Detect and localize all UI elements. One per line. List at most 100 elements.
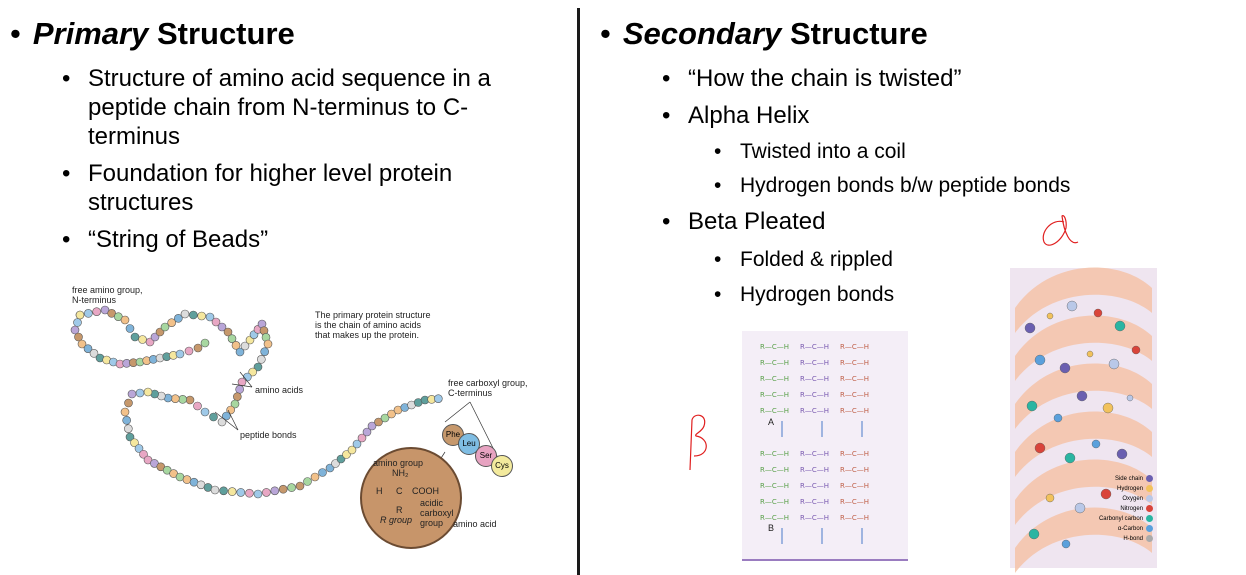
primary-bullet-1: Structure of amino acid sequence in a pe… [62, 64, 558, 151]
bead [270, 486, 280, 496]
bead [185, 395, 195, 405]
bead [245, 488, 254, 498]
bead [180, 309, 190, 319]
helix-atom [1131, 345, 1141, 355]
helix-atom [1102, 402, 1114, 414]
bead [253, 362, 263, 372]
beta-residue-text: R—C—H [800, 375, 829, 383]
legend-swatch [1146, 514, 1153, 522]
helix-ribbon [1015, 507, 1152, 573]
pointer-line [239, 371, 253, 388]
bead [139, 449, 148, 459]
helix-atom [1059, 362, 1071, 374]
nh2-label: NH₂ [392, 468, 409, 478]
bead [217, 322, 227, 332]
legend-entry: H-bond [1099, 534, 1153, 544]
secondary-bullet-1: “How the chain is twisted” [662, 64, 1208, 93]
alpha-helix-drawing [1015, 267, 1152, 573]
legend-swatch [1146, 474, 1153, 482]
bead [83, 344, 93, 353]
bead-chain-figure [70, 305, 501, 499]
bead [236, 488, 246, 497]
bead [219, 486, 228, 496]
bead [160, 322, 170, 332]
bead [124, 424, 133, 433]
bead [262, 488, 271, 497]
beta-residue-text: R—C—H [800, 498, 829, 506]
secondary-bullet-2: Alpha Helix [662, 101, 1208, 130]
bead [352, 439, 362, 449]
helix-ribbon [1015, 267, 1152, 333]
beta-residue-text: R—C—H [760, 450, 789, 458]
helix-atom [1126, 394, 1134, 402]
bead [134, 444, 144, 453]
bead [227, 334, 237, 343]
bead [189, 310, 198, 320]
bead [200, 407, 210, 417]
bead [70, 325, 80, 335]
amino-acid-detail-circle [360, 447, 462, 549]
helix-atom [1061, 539, 1071, 549]
bead [231, 341, 241, 350]
helix-atom [1046, 312, 1054, 320]
helix-atom [1034, 442, 1046, 454]
bead [357, 433, 367, 443]
legend-entry-label: Side chain [1114, 476, 1143, 482]
beta-residue-text: R—C—H [840, 498, 869, 506]
h-atom-label: H [376, 486, 383, 496]
c-atom-label: C [396, 486, 403, 496]
helix-ribbon [1015, 363, 1152, 429]
legend-swatch [1146, 534, 1153, 542]
bead [230, 399, 240, 409]
beta-residue-text: R—C—H [760, 375, 789, 383]
primary-bullet-3: “String of Beads” [62, 225, 558, 254]
bead [200, 338, 210, 348]
beta-residue-text: R—C—H [800, 359, 829, 367]
bead [331, 459, 340, 468]
helix-atom [1114, 320, 1126, 332]
helix-atom [1034, 354, 1046, 366]
alpha-sub-1: Twisted into a coil [714, 139, 1240, 165]
helix-atom [1053, 413, 1063, 423]
secondary-bullet-3-list: Beta Pleated [662, 207, 1088, 244]
cooh-label: COOH [412, 486, 439, 496]
bead [184, 346, 194, 356]
beta-residue-text: R—C—H [760, 514, 789, 522]
bead [233, 392, 242, 401]
bead [380, 413, 390, 423]
bead [197, 311, 206, 321]
bead [287, 483, 296, 492]
beta-residue-text: R—C—H [760, 343, 789, 351]
helix-atom [1093, 308, 1103, 318]
legend-entry-label: Carbonyl carbon [1098, 516, 1143, 522]
primary-bullets: Structure of amino acid sequence in a pe… [62, 64, 558, 262]
legend-swatch [1146, 494, 1153, 502]
bead [342, 450, 351, 459]
pointer-line [227, 409, 239, 431]
legend-swatch [1146, 484, 1153, 492]
beta-residue-text: R—C—H [760, 498, 789, 506]
bead [167, 318, 176, 327]
bead [73, 318, 82, 327]
beta-residue-text: R—C—H [840, 391, 869, 399]
helix-atom [1074, 502, 1086, 514]
bead [347, 445, 357, 455]
legend-swatch [1146, 504, 1153, 512]
bead [362, 427, 372, 437]
beta-residue-text: R—C—H [760, 407, 789, 415]
bead [171, 394, 180, 403]
secondary-bullet-3: Beta Pleated [662, 207, 1088, 236]
bead [124, 398, 133, 408]
beta-residue-text: R—C—H [840, 482, 869, 490]
helix-atom [1064, 452, 1076, 464]
handwritten-beta-annotation [689, 414, 707, 471]
residue-leu: Leu [458, 433, 480, 455]
beta-sheet-figure: R—C—H R—C—H R—C—H R—C—H R—C—H R—C—H R—C—H R—C—H… [742, 331, 908, 561]
beta-residue-text: R—C—H [760, 391, 789, 399]
bead [260, 347, 269, 356]
bead [253, 489, 263, 499]
beta-subbullets: Folded & rippled Hydrogen bonds [714, 247, 1040, 308]
beta-residue-text: R—C—H [800, 450, 829, 458]
